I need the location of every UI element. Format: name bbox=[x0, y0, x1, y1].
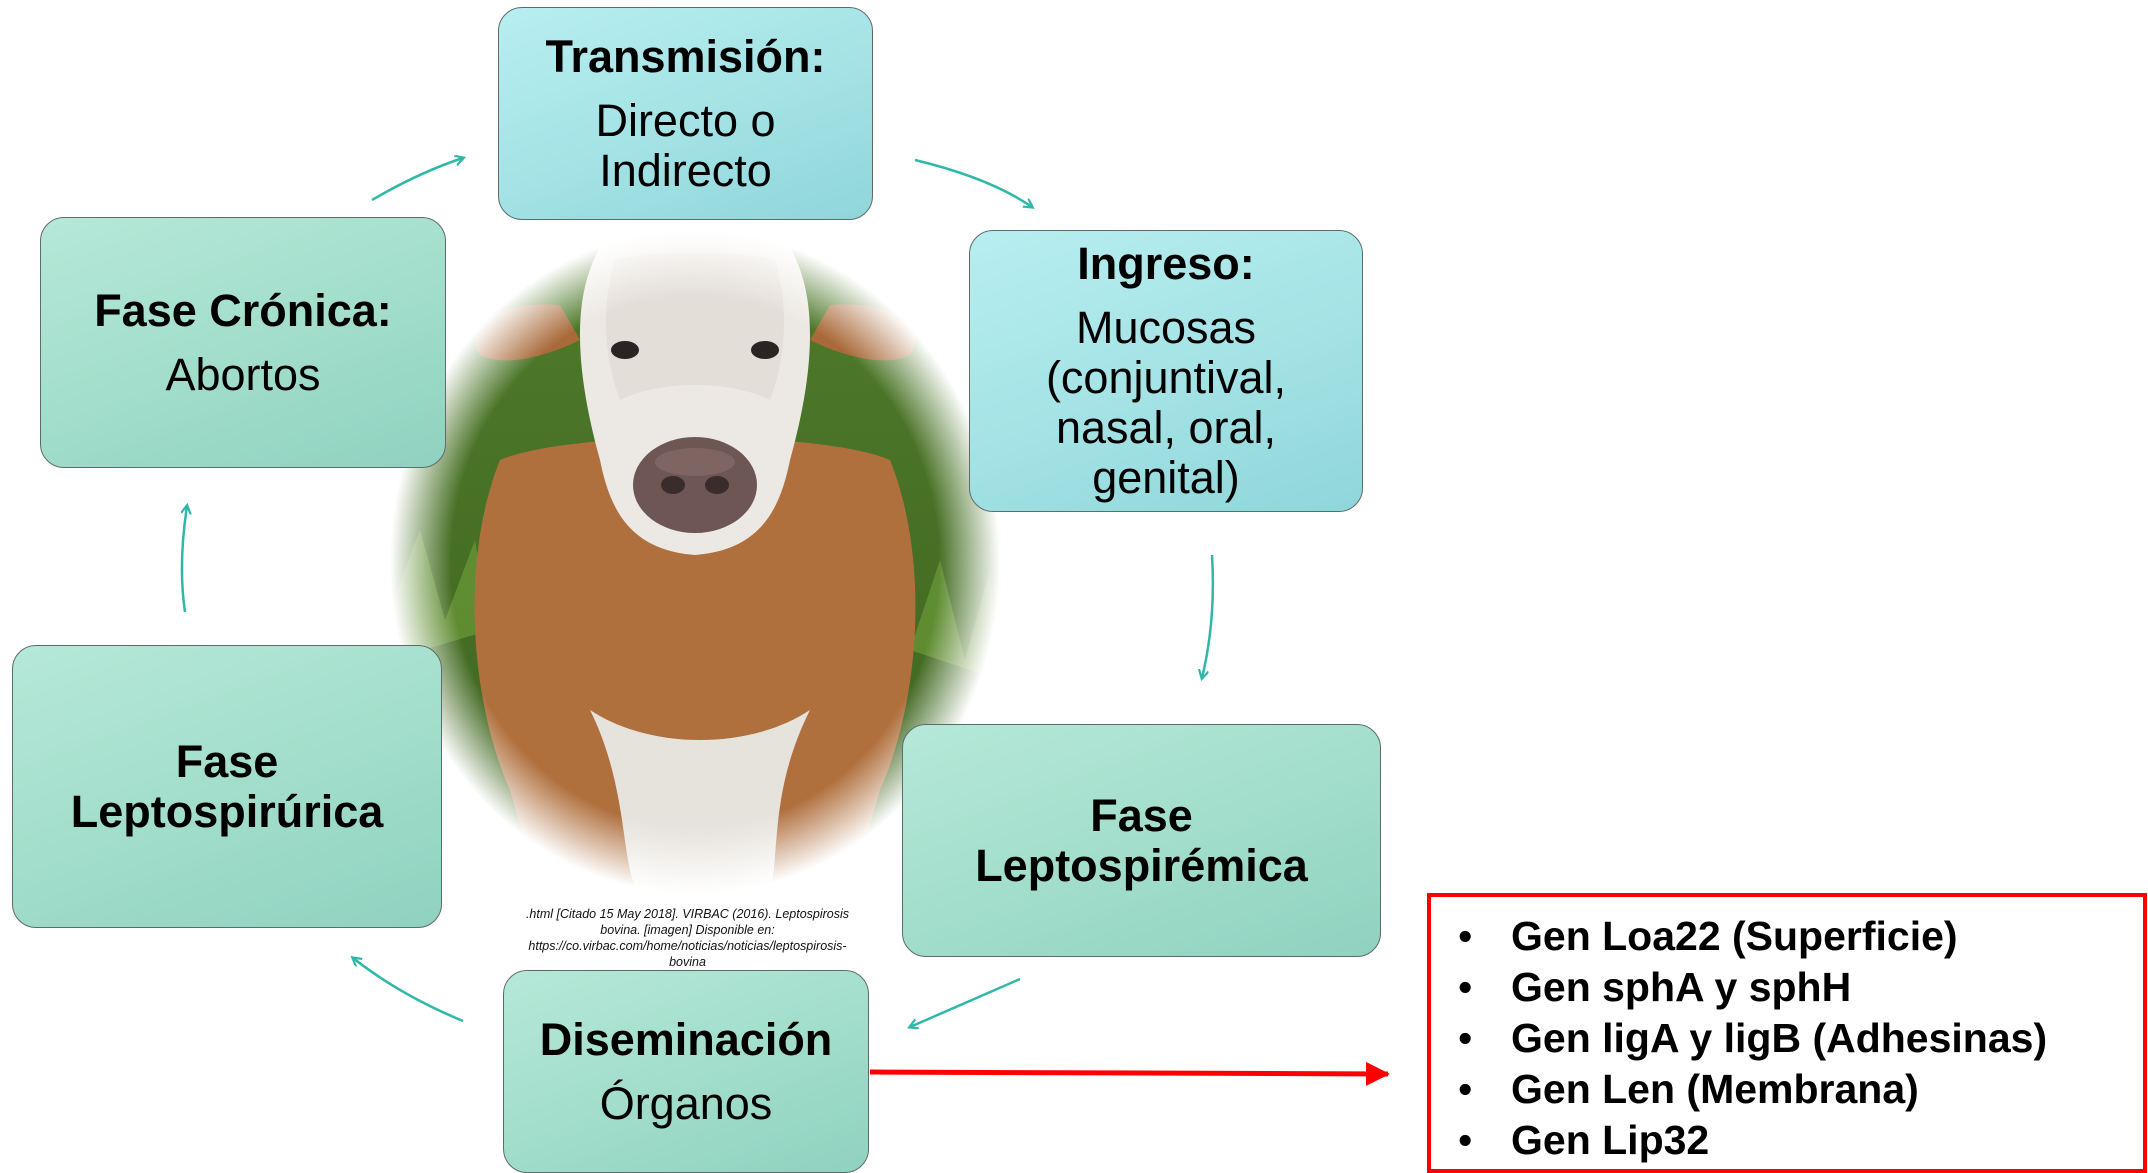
node-transmision: Transmisión: Directo o Indirecto bbox=[498, 7, 873, 220]
node-ingreso-body: Mucosas (conjuntival, nasal, oral, genit… bbox=[1045, 302, 1287, 503]
node-diseminacion: Diseminación Órganos bbox=[503, 970, 869, 1173]
gene-item: Gen sphA y sphH bbox=[1431, 962, 2143, 1013]
image-citation: .html [Citado 15 May 2018]. VIRBAC (2016… bbox=[525, 907, 850, 969]
node-transmision-title: Transmisión: bbox=[545, 30, 826, 82]
arrow-transmision-to-ingreso bbox=[914, 158, 1032, 207]
node-fase-leptospiremica: Fase Leptospirémica bbox=[902, 724, 1381, 957]
genes-list: Gen Loa22 (Superficie) Gen sphA y sphH G… bbox=[1431, 897, 2143, 1166]
node-transmision-body: Directo o Indirecto bbox=[595, 94, 776, 196]
node-diseminacion-body: Órganos bbox=[599, 1077, 773, 1129]
arrow-diseminacion-to-leptospirurica bbox=[353, 958, 464, 1023]
arrow-ingreso-to-leptospiremica bbox=[1202, 554, 1215, 678]
arrow-leptospirurica-to-cronica bbox=[180, 506, 187, 613]
cow-photo bbox=[390, 230, 1000, 895]
genes-box: Gen Loa22 (Superficie) Gen sphA y sphH G… bbox=[1427, 893, 2147, 1173]
node-ingreso-title: Ingreso: bbox=[1077, 238, 1255, 289]
arrow-cronica-to-transmision bbox=[371, 158, 463, 202]
node-fase-cronica-body: Abortos bbox=[165, 348, 321, 400]
node-diseminacion-title: Diseminación bbox=[539, 1013, 833, 1065]
node-fase-leptospirurica: Fase Leptospirúrica bbox=[12, 645, 442, 928]
gene-item: Gen Lip32 bbox=[1431, 1115, 2143, 1166]
gene-item: Gen Len (Membrana) bbox=[1431, 1064, 2143, 1115]
node-fase-cronica-title: Fase Crónica: bbox=[94, 284, 392, 336]
node-fase-leptospirurica-title: Fase Leptospirúrica bbox=[70, 735, 384, 837]
gene-item: Gen Loa22 (Superficie) bbox=[1431, 911, 2143, 962]
arrow-leptospiremica-to-diseminacion bbox=[910, 977, 1021, 1027]
node-fase-leptospiremica-title: Fase Leptospirémica bbox=[975, 789, 1308, 891]
node-ingreso: Ingreso: Mucosas (conjuntival, nasal, or… bbox=[969, 230, 1363, 512]
arrow-diseminacion-to-genes bbox=[869, 1061, 1390, 1086]
node-fase-cronica: Fase Crónica: Abortos bbox=[40, 217, 446, 468]
gene-item: Gen ligA y ligB (Adhesinas) bbox=[1431, 1013, 2143, 1064]
